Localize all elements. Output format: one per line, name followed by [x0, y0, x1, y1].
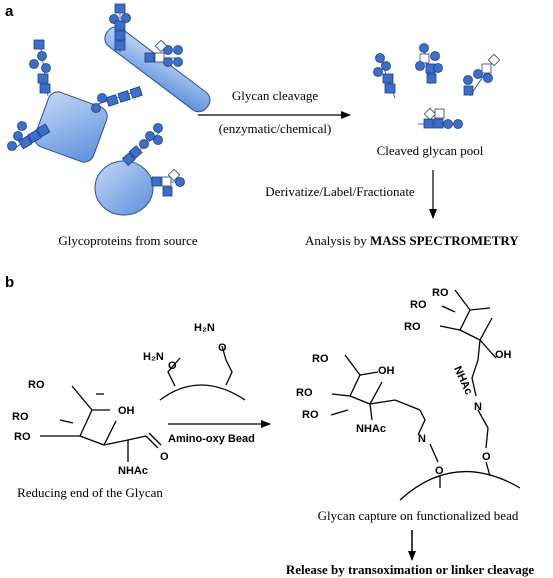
cleaved-glycan-pool [373, 43, 501, 129]
result-label: Analysis by MASS SPECTROMETRY [305, 233, 519, 248]
group-h2n: H₂N [194, 322, 215, 334]
cleaved-pool-label: Cleaved glycan pool [377, 143, 484, 158]
atom-o: O [168, 360, 177, 372]
glycan-chain [109, 3, 131, 52]
glycan-chain [7, 121, 51, 151]
group-ro: RO [296, 387, 313, 399]
atom-o: O [435, 465, 444, 477]
reducing-end-label: Reducing end of the Glycan [17, 485, 163, 500]
enzymatic-chemical-label: (enzymatic/chemical) [219, 121, 332, 136]
capture-label: Glycan capture on functionalized bead [318, 508, 519, 523]
group-ro: RO [404, 321, 421, 333]
box-protein [34, 91, 108, 163]
reducing-end-structure [40, 385, 162, 462]
glycan-chain [144, 39, 183, 67]
group-ro: RO [302, 409, 319, 421]
group-nhac: NHAc [356, 423, 386, 435]
amino-oxy-bead [159, 345, 246, 401]
group-ro: RO [28, 379, 45, 391]
group-ro: RO [12, 411, 29, 423]
result-emphasis: MASS SPECTROMETRY [370, 233, 519, 248]
glycan-cleavage-label: Glycan cleavage [232, 88, 318, 103]
group-ro: RO [14, 431, 31, 443]
panel-a-label: a [5, 3, 14, 20]
atom-o: O [218, 342, 227, 354]
atom-n: N [474, 401, 482, 413]
group-oh: OH [118, 405, 135, 417]
release-label: Release by transoximation or linker clea… [286, 562, 535, 577]
group-nhac: NHAc [118, 465, 148, 477]
panel-b-label: b [5, 274, 14, 291]
group-ro: RO [312, 353, 329, 365]
glycan-chain [121, 123, 163, 166]
derivatize-label: Derivatize/Label/Fractionate [265, 184, 415, 199]
glycan-chain [91, 86, 143, 113]
group-oh: OH [378, 365, 395, 377]
group-oh: OH [495, 349, 512, 361]
group-ro: RO [432, 287, 449, 299]
result-prefix: Analysis by [305, 233, 370, 248]
group-nhac: NHAc [451, 364, 475, 396]
glycoproteins-group [7, 3, 211, 216]
source-label: Glycoproteins from source [58, 233, 198, 248]
glycan-chain [29, 39, 51, 97]
atom-o: O [482, 451, 491, 463]
glycan-chain [150, 168, 185, 197]
atom-n: N [418, 433, 426, 445]
amino-oxy-bead-label: Amino-oxy Bead [168, 433, 255, 445]
atom-o: O [160, 451, 169, 463]
captured-glycans [330, 289, 521, 501]
group-ro: RO [410, 299, 427, 311]
round-protein [94, 160, 154, 216]
group-h2n: H₂N [143, 351, 164, 363]
